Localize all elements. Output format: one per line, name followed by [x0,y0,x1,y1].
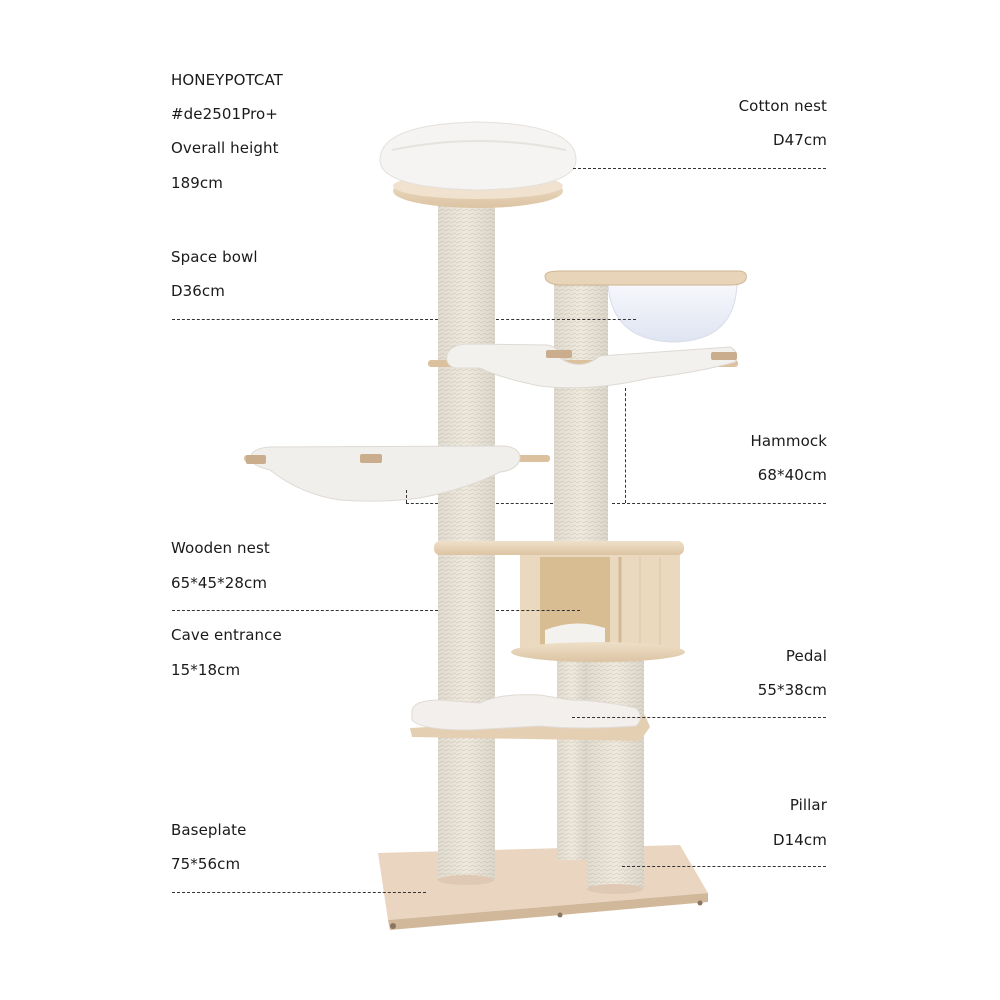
pedal-leader-line [572,717,826,718]
cotton-nest-leader-line [573,168,826,169]
hammock-upper [428,343,738,389]
wooden-nest-value: 65*45*28cm [171,574,268,592]
baseplate-value: 75*56cm [171,855,241,873]
hammock-value: 68*40cm [757,466,827,484]
cave-entrance-label: Cave entrance [171,626,282,644]
baseplate [378,845,708,930]
space-bowl-leader-line-b [496,319,636,320]
space-bowl-leader-line-a [172,319,438,320]
pedal-label: Pedal [785,647,827,665]
pillar-left [438,198,495,885]
hammock-leader-line-right [612,503,826,504]
model-number: #de2501Pro+ [171,105,278,123]
pillar-label: Pillar [789,796,827,814]
wooden-nest-label: Wooden nest [171,539,270,557]
overall-height-value: 189cm [171,174,223,192]
baseplate-label: Baseplate [171,821,247,839]
space-bowl [544,270,747,343]
pillar-leader-line [622,866,826,867]
hammock-upper-leader-vertical [625,388,626,503]
pillar-value: D14cm [773,831,827,849]
hammock-lower [244,445,550,502]
pillar-front-right [587,660,644,894]
wooden-nest-leader-line-b [496,610,580,611]
pillar-middle [554,282,608,542]
wooden-nest-leader-line-a [172,610,438,611]
hammock-label: Hammock [750,432,827,450]
cave-entrance-value: 15*18cm [171,661,241,679]
space-bowl-value: D36cm [171,282,225,300]
hammock-lower-leader-vertical [406,490,407,503]
cotton-nest-value: D47cm [773,131,827,149]
space-bowl-label: Space bowl [171,248,258,266]
pedal [410,694,650,741]
overall-height-label: Overall height [171,139,279,157]
hammock-leader-line-left [406,503,438,504]
brand-name: HONEYPOTCAT [171,71,283,89]
cotton-nest-label: Cotton nest [738,97,827,115]
pedal-value: 55*38cm [757,681,827,699]
hammock-leader-line-mid [496,503,553,504]
baseplate-leader-line [172,892,426,893]
wooden-nest [434,541,685,662]
cotton-nest [379,121,577,208]
